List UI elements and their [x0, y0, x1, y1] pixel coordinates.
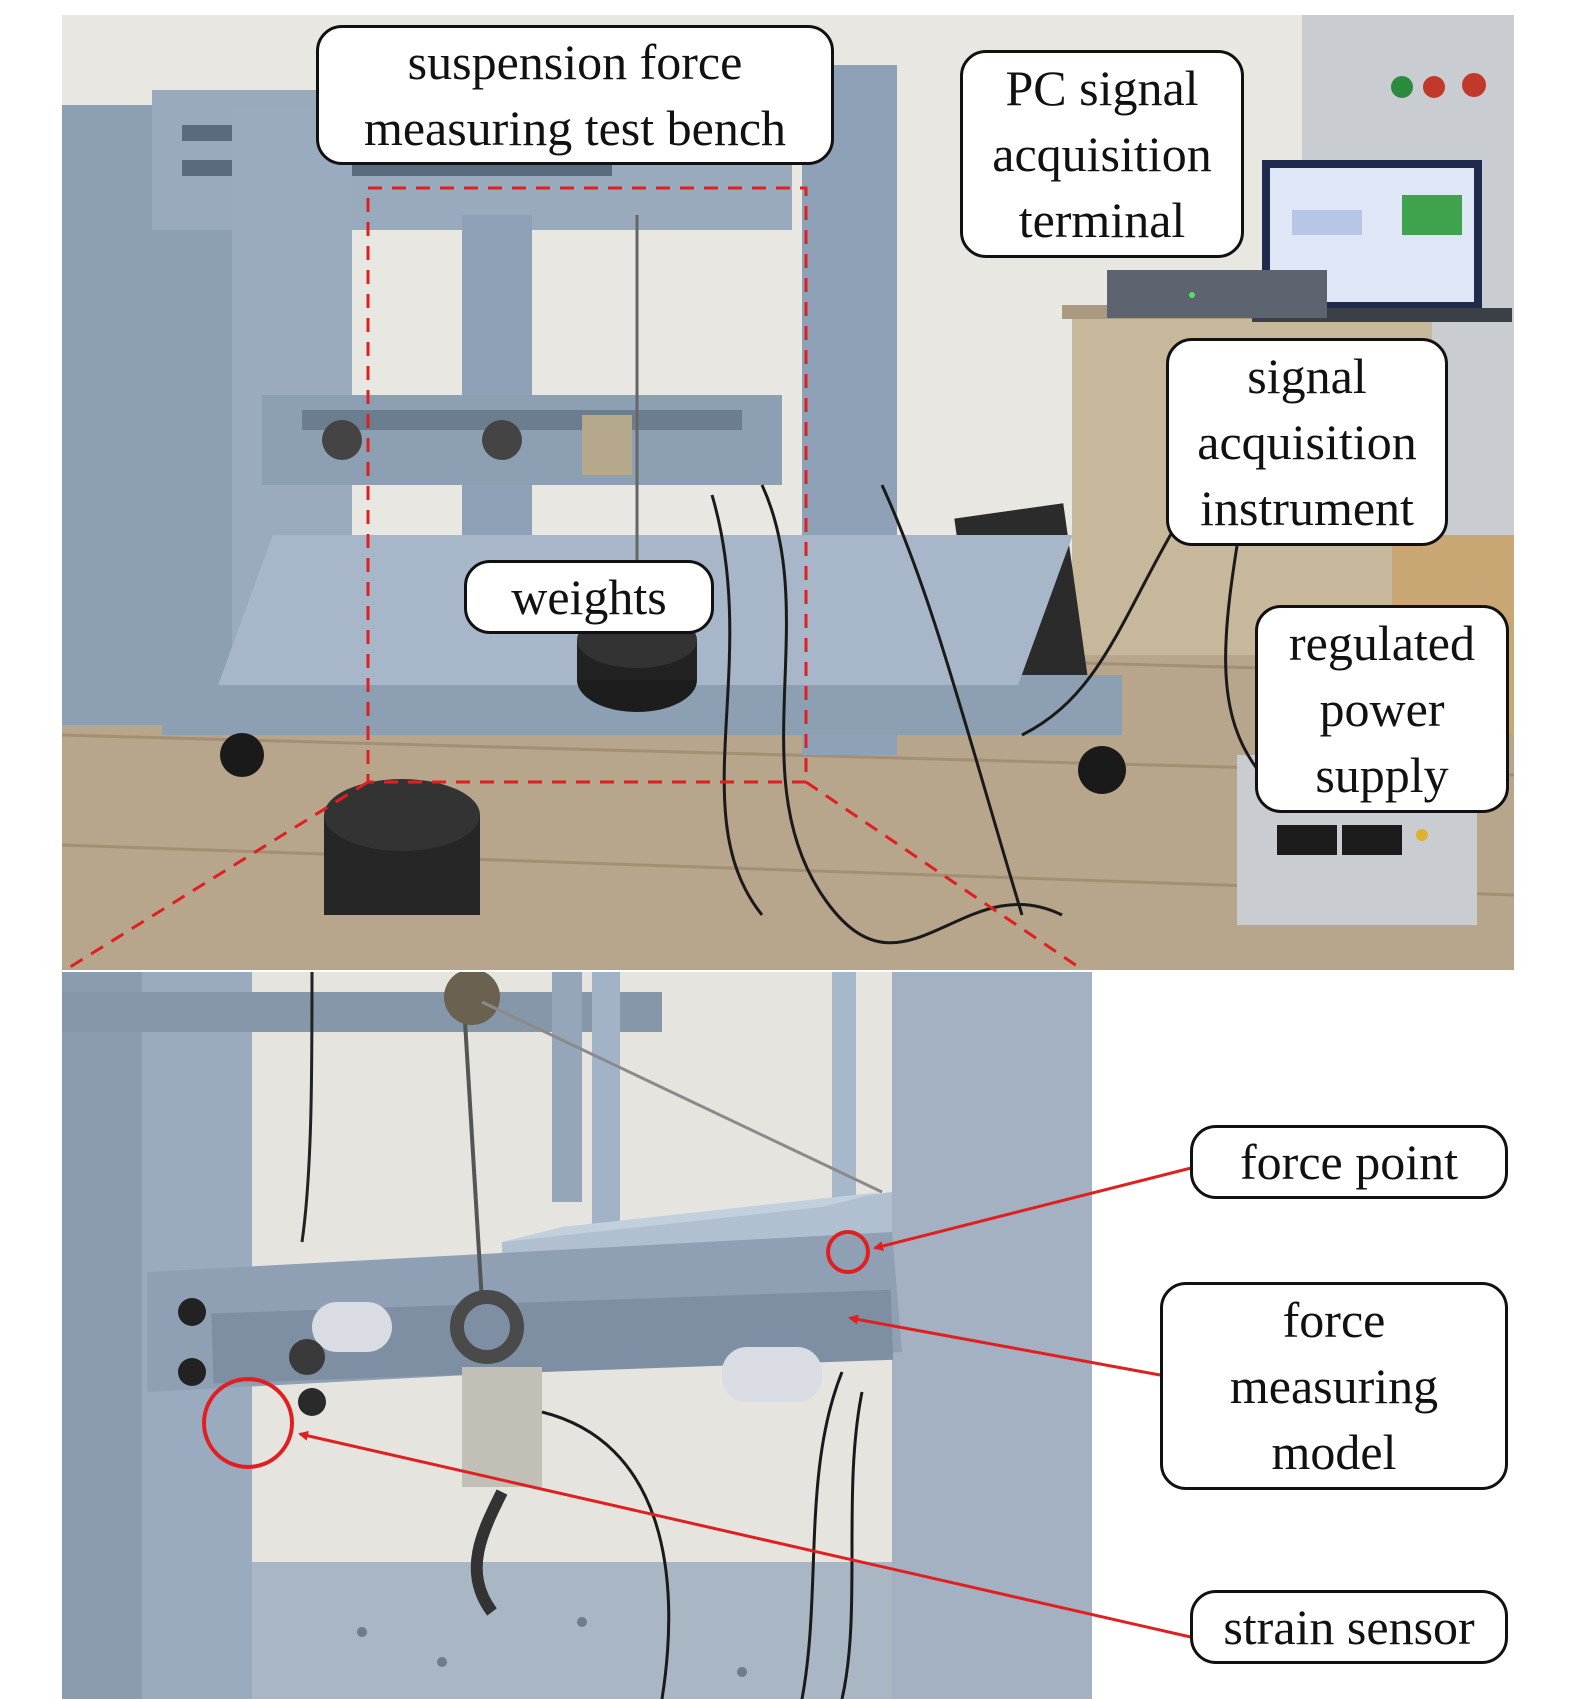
label-force-model: force measuring model — [1160, 1282, 1508, 1490]
label-strain-sensor: strain sensor — [1190, 1590, 1508, 1664]
label-acq-instrument-text: signal acquisition instrument — [1197, 348, 1417, 536]
label-weights: weights — [464, 560, 714, 634]
label-test-bench-text: suspension force measuring test bench — [363, 34, 787, 156]
closeup-photo-drawing — [62, 972, 1092, 1699]
label-test-bench: suspension force measuring test bench — [316, 25, 834, 165]
label-acq-instrument: signal acquisition instrument — [1166, 338, 1448, 546]
label-weights-text: weights — [511, 569, 667, 625]
label-power-supply: regulated power supply — [1255, 605, 1509, 813]
label-pc-terminal-text: PC signal acquisition terminal — [992, 60, 1212, 248]
label-power-supply-text: regulated power supply — [1288, 615, 1475, 803]
closeup-photo — [62, 972, 1092, 1699]
label-strain-sensor-text: strain sensor — [1223, 1599, 1475, 1655]
label-pc-terminal: PC signal acquisition terminal — [960, 50, 1244, 258]
label-force-point: force point — [1190, 1125, 1508, 1199]
label-force-point-text: force point — [1240, 1134, 1458, 1190]
label-force-model-text: force measuring model — [1229, 1292, 1439, 1480]
